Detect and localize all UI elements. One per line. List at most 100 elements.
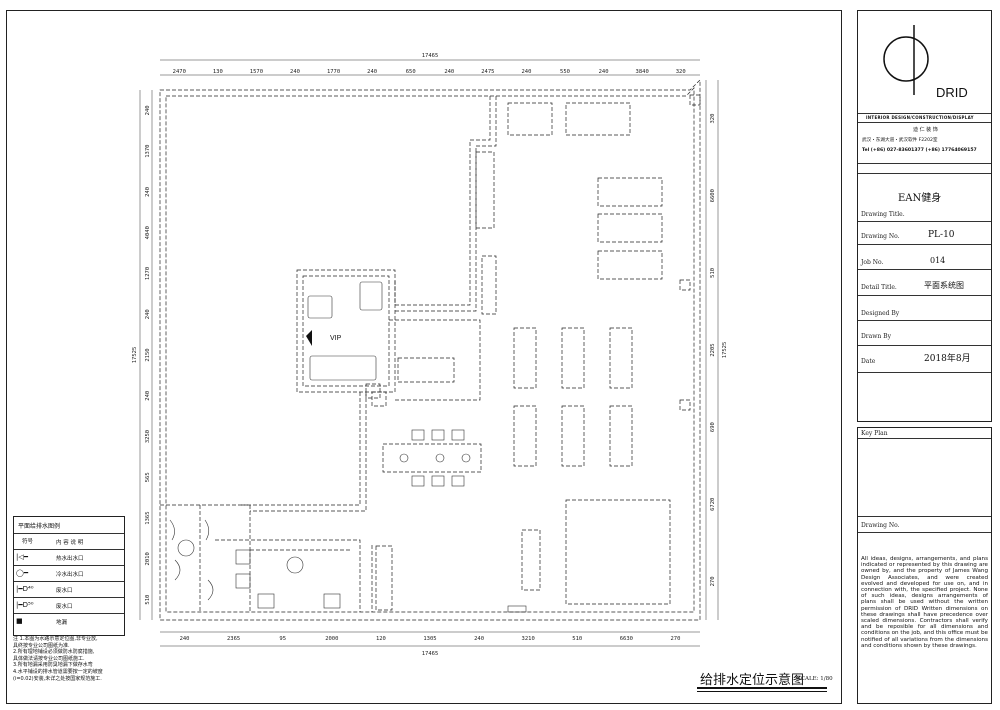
title-underline [697, 687, 827, 689]
legend-row: |━D⁵⁰ 废水口 [14, 597, 124, 614]
dimension-label-top: 2475 [481, 69, 494, 75]
legend-row: |━D⁴⁰ 废水口 [14, 581, 124, 598]
drawing-title-label: Drawing Title. [861, 211, 905, 218]
company-phone: Tel (+86) 027-83601377 (+86) 17764069157 [862, 148, 977, 153]
dimension-label-left: 510 [145, 595, 151, 605]
dimension-label-left: 565 [145, 472, 151, 482]
dimension-label-bottom: 510 [572, 636, 582, 642]
legend-title: 平面给排水图例 [18, 523, 61, 530]
dimension-label-top: 1570 [250, 69, 263, 75]
dimension-label-left: 4040 [145, 226, 151, 239]
dimension-label-top: 240 [599, 69, 609, 75]
plumbing-legend: 平面给排水图例 符号 内 容 说 明 |◁━ 热水出水口 ◯━ 冷水出水口 |━… [13, 516, 125, 636]
key-plan-label: Key Plan [861, 430, 888, 437]
dimension-label-bottom: 120 [376, 636, 386, 642]
job-no: 014 [930, 256, 946, 265]
drid-logo-icon [883, 25, 929, 95]
cold-water-outlet-icon: ◯━ [16, 569, 29, 577]
title-block: DRID INTERIOR DESIGN/CONSTRUCTION/DISPLA… [857, 10, 992, 422]
floor-drain-icon: ■ [16, 617, 23, 625]
legend-row: |◁━ 热水出水口 [14, 549, 124, 566]
detail-title-label: Detail Title. [861, 284, 897, 291]
dimension-label-right: 320 [710, 114, 716, 124]
dimension-label-right: 6600 [710, 189, 716, 202]
dimension-label-left: 240 [145, 391, 151, 401]
dimension-label-right: 6720 [710, 498, 716, 511]
dimension-label-left: 240 [145, 187, 151, 197]
drawn-by-label: Drawn By [861, 333, 891, 340]
vip-door-marker [306, 330, 312, 346]
building-inner-outline [165, 87, 695, 613]
dimension-label-bottom: 2000 [325, 636, 338, 642]
hot-water-outlet-icon: |◁━ [16, 553, 28, 561]
drawing-notes: 注 1.本图为水路示意定位图,非专业放, 具终按专业公司图纸为准. 2.所有埋地… [13, 636, 143, 682]
dimension-label-top: 320 [676, 69, 686, 75]
dimension-label-right: 270 [710, 576, 716, 586]
disclaimer-text: All ideas, designs, arrangements, and pl… [861, 556, 988, 649]
legend-header-desc: 内 容 说 明 [56, 540, 84, 546]
designed-by-label: Designed By [861, 310, 900, 317]
dimension-label-top: 3840 [636, 69, 649, 75]
dimension-total-bottom: 17465 [422, 651, 439, 657]
legend-desc: 冷水出水口 [56, 572, 84, 578]
dimension-label-top: 240 [367, 69, 377, 75]
dimension-label-left: 3250 [145, 430, 151, 443]
note-line: (i=0.02)安装,未详之处按国家规范施工. [13, 675, 102, 682]
dimension-label-left: 240 [145, 105, 151, 115]
dimension-label-left: 2010 [145, 552, 151, 565]
detail-title: 平面系统图 [924, 281, 964, 290]
note-line: 3.所有地漏采用防臭地漏下做存水弯 [13, 662, 93, 669]
date-label: Date [861, 358, 876, 365]
legend-desc: 废水口 [56, 604, 73, 610]
note-line: 2.所有埋地铺设必须做防水防腐措施, [13, 649, 95, 656]
dimension-label-bottom: 270 [670, 636, 680, 642]
dimension-label-left: 1365 [145, 511, 151, 524]
dimension-label-top: 240 [521, 69, 531, 75]
dimension-label-bottom: 1305 [423, 636, 436, 642]
company-address: 武汉・东湖大道・武汉软件 F2202室 [862, 138, 938, 143]
dimension-total-left: 17525 [132, 347, 138, 364]
dimension-label-right: 510 [710, 268, 716, 278]
key-plan-block: Key Plan Drawing No. All ideas, designs,… [857, 427, 992, 704]
dimension-label-right: 2205 [710, 343, 716, 356]
note-line: 注 1.本图为水路示意定位图,非专业放, [13, 636, 98, 642]
dimension-label-bottom: 2365 [227, 636, 240, 642]
dimension-label-top: 240 [290, 69, 300, 75]
vip-room-label: VIP [330, 335, 342, 342]
company-name: 迪 仁 装 饰 [913, 127, 938, 133]
dimension-label-top: 1770 [327, 69, 340, 75]
legend-desc: 热水出水口 [56, 556, 84, 562]
dimension-label-top: 550 [560, 69, 570, 75]
tagline: INTERIOR DESIGN/CONSTRUCTION/DISPLAY [866, 115, 974, 120]
drawing-no: PL-10 [928, 230, 955, 240]
legend-row: ◯━ 冷水出水口 [14, 565, 124, 582]
dimension-label-left: 1370 [145, 145, 151, 158]
drain-50-icon: |━D⁵⁰ [16, 601, 34, 609]
legend-desc: 废水口 [56, 588, 73, 594]
vip-room [296, 269, 396, 393]
dimension-label-bottom: 240 [180, 636, 190, 642]
dimension-label-left: 2150 [145, 348, 151, 361]
building-outline [159, 79, 701, 621]
dimension-label-top: 240 [444, 69, 454, 75]
note-line: 具终按专业公司图纸为准. [13, 642, 70, 649]
dimension-label-top: 130 [213, 69, 223, 75]
dimension-label-top: 2470 [173, 69, 186, 75]
dimension-label-left: 1270 [145, 267, 151, 280]
dimension-label-bottom: 95 [279, 636, 286, 642]
note-line: 4.水平铺设的排水管道需要按一定的坡度 [13, 668, 103, 675]
dimension-label-bottom: 3210 [522, 636, 535, 642]
dimension-label-right: 690 [710, 422, 716, 432]
legend-header: 符号 内 容 说 明 [14, 533, 124, 550]
note-line: 具体做法请按专业公司图纸施工. [13, 655, 85, 662]
drawing-no-label: Drawing No. [861, 233, 900, 240]
legend-row: ■ 地漏 [14, 613, 124, 630]
wet-area [160, 504, 251, 612]
dimension-label-left: 240 [145, 309, 151, 319]
drain-40-icon: |━D⁴⁰ [16, 585, 34, 593]
logo-text: DRID [936, 85, 968, 100]
dimension-label-bottom: 6630 [620, 636, 633, 642]
key-drawing-no-label: Drawing No. [861, 522, 900, 529]
dimension-total-top: 17465 [422, 53, 439, 59]
